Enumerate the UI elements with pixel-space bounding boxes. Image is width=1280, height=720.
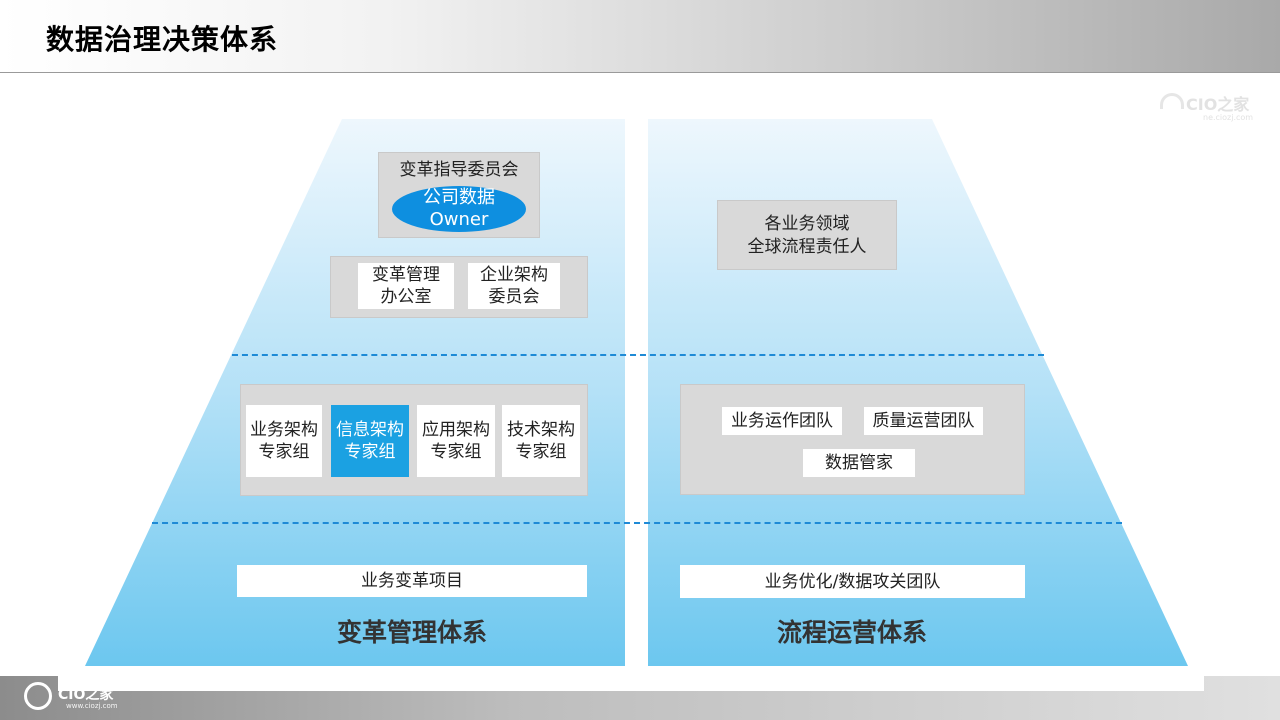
expert-group-business-line1: 业务架构 [250,420,318,440]
page-title: 数据治理决策体系 [46,23,279,56]
expert-group-business: 业务架构 专家组 [246,405,322,477]
architecture-committee-line2: 委员会 [488,287,540,307]
change-office-line1: 变革管理 [372,265,440,285]
expert-group-information-line2: 专家组 [344,442,396,462]
steering-committee-label: 变革指导委员会 [399,160,519,180]
expert-group-application-line1: 应用架构 [422,420,490,440]
divider-upper [232,354,1044,356]
change-office-line2: 办公室 [380,287,432,307]
optimization-team-box: 业务优化/数据攻关团队 [680,565,1025,598]
change-office-box: 变革管理 办公室 [358,263,454,309]
process-operations-system-label: 流程运营体系 [776,618,927,647]
process-owner-box [717,200,897,270]
watermark-url: ne.ciozj.com [1203,113,1254,122]
operations-team-box: 业务运作团队 [722,407,842,435]
footer-logo-icon [24,682,52,710]
data-owner-oval: 公司数据 Owner [392,186,526,232]
business-change-project-box: 业务变革项目 [237,565,587,597]
change-management-system-label: 变革管理体系 [336,618,487,647]
quality-team-box: 质量运营团队 [864,407,983,435]
architecture-committee-line1: 企业架构 [480,265,548,285]
footer-strip [58,676,1204,691]
divider-lower [152,522,1122,524]
expert-group-information-line1: 信息架构 [336,420,404,440]
process-owner-line2: 全球流程责任人 [747,237,867,257]
footer-url: www.ciozj.com [66,702,118,710]
process-owner-line1: 各业务领域 [764,214,850,234]
watermark-logo-icon [1160,93,1184,109]
data-owner-line2: Owner [429,209,489,230]
expert-group-application-line2: 专家组 [430,442,482,462]
data-steward-box: 数据管家 [803,449,915,477]
footer-brand: CIO之家 [58,687,114,703]
header-bar: 数据治理决策体系 [0,0,1280,73]
architecture-committee-box: 企业架构 委员会 [468,263,560,309]
expert-group-technology-line1: 技术架构 [507,420,575,440]
expert-group-technology: 技术架构 专家组 [502,405,580,477]
expert-group-information: 信息架构 专家组 [331,405,409,477]
expert-group-application: 应用架构 专家组 [417,405,495,477]
operations-teams-box [680,384,1025,495]
expert-group-business-line2: 专家组 [258,442,310,462]
data-owner-line1: 公司数据 [423,187,495,208]
watermark-brand: CIO之家 [1186,95,1250,114]
expert-group-technology-line2: 专家组 [515,442,567,462]
